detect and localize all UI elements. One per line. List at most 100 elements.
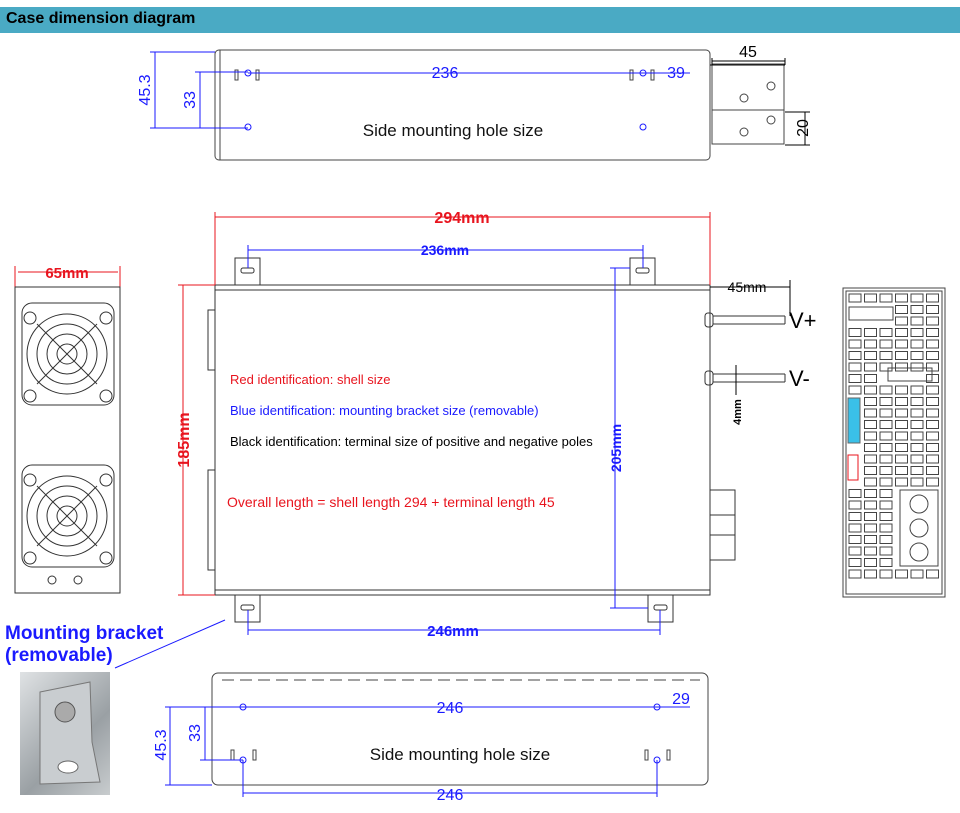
vent-slot [895, 305, 908, 314]
vent-slot [864, 454, 877, 464]
vent-slot [864, 339, 877, 349]
bottom-height-label: 45.3 [153, 729, 170, 760]
vent-slot [910, 328, 924, 337]
vent-slot [879, 546, 893, 556]
bracket-bottom-spacing-label: 246mm [427, 623, 479, 640]
top-side-view [214, 49, 810, 161]
vent-slot [864, 374, 877, 383]
vent-slot [864, 397, 877, 406]
vent-slot [879, 351, 893, 360]
vent-slot [895, 477, 908, 487]
bracket-label: Mounting bracket (removable) [5, 623, 163, 667]
vent-slot [926, 569, 939, 579]
vent-slot [910, 477, 924, 487]
bracket-top-spacing-label: 236mm [421, 242, 469, 258]
vent-slot [864, 466, 877, 475]
top-hole-height-label: 33 [182, 91, 199, 109]
vent-slot [879, 293, 893, 303]
terminal-panel [842, 287, 946, 598]
vent-slot [864, 420, 877, 429]
vent-slot [879, 477, 893, 487]
legend-black: Black identification: terminal size of p… [230, 434, 593, 449]
vent-slot [848, 362, 862, 372]
vent-slot [879, 408, 893, 418]
vent-slot [895, 454, 908, 464]
vent-slot [926, 316, 939, 326]
bracket-photo [20, 672, 110, 795]
vent-slot [864, 569, 877, 579]
vent-slot [910, 569, 924, 579]
vent-slot [926, 408, 939, 418]
vent-slot [879, 535, 893, 544]
vent-slot [864, 535, 877, 544]
vent-slot [895, 362, 908, 372]
end-view-outline [14, 286, 121, 594]
vent-slot [879, 443, 893, 452]
vent-slot [864, 512, 877, 521]
vent-slot [864, 546, 877, 556]
legend-red: Red identification: shell size [230, 372, 390, 387]
vent-slot [895, 328, 908, 337]
front-shell-outline [214, 284, 711, 596]
vent-slot [864, 385, 877, 395]
vent-slot [864, 351, 877, 360]
vent-slot [910, 339, 924, 349]
bracket-shape-icon [39, 681, 101, 785]
vent-slot [848, 569, 862, 579]
top-hole-spacing-label: 236 [432, 65, 459, 82]
v-minus-label: V- [789, 366, 810, 391]
vent-slot [864, 408, 877, 418]
section-title: Case dimension diagram [6, 10, 196, 27]
vent-slot [848, 500, 862, 510]
vent-slot [848, 535, 862, 544]
vent-slot [926, 339, 939, 349]
vent-slot [926, 351, 939, 360]
vent-slot [864, 477, 877, 487]
vent-slot [895, 339, 908, 349]
vent-slot [910, 408, 924, 418]
vent-slot [910, 351, 924, 360]
vent-slot [910, 443, 924, 452]
vent-slot [879, 500, 893, 510]
vent-slot [926, 385, 939, 395]
bracket-height-label: 205mm [608, 424, 624, 472]
top-shell-outline [214, 49, 711, 161]
bracket-label-line2: (removable) [5, 645, 113, 666]
vent-slot [879, 466, 893, 475]
vent-slot [879, 362, 893, 372]
vent-slot [879, 431, 893, 441]
end-view [14, 286, 121, 594]
vent-slot [895, 443, 908, 452]
vent-slot [910, 397, 924, 406]
vent-slot [879, 328, 893, 337]
bottom-shell-outline [211, 672, 709, 786]
v-plus-label: V+ [789, 308, 817, 333]
vent-slot [895, 466, 908, 475]
vent-slot [864, 431, 877, 441]
vent-slot [848, 374, 862, 383]
top-view-caption: Side mounting hole size [363, 121, 544, 140]
vent-slot [895, 316, 908, 326]
shell-length-label: 294mm [434, 210, 489, 227]
legend-blue: Blue identification: mounting bracket si… [230, 403, 539, 418]
bottom-view-caption: Side mounting hole size [370, 745, 551, 764]
shell-height-label: 185mm [176, 412, 193, 467]
vent-slot [926, 397, 939, 406]
vent-slot [879, 523, 893, 533]
vent-slot [879, 558, 893, 567]
vent-slot [848, 523, 862, 533]
vent-slot [864, 443, 877, 452]
fan-icon-top [21, 302, 115, 406]
terminal-bracket-bottom [711, 109, 785, 145]
vent-slot [864, 293, 877, 303]
fan-icon-bottom [21, 464, 115, 568]
vent-slot [926, 466, 939, 475]
vent-slot [910, 420, 924, 429]
vent-slot [879, 454, 893, 464]
vent-slot [895, 385, 908, 395]
vent-slot [864, 328, 877, 337]
vent-slot [848, 512, 862, 521]
vent-slot [848, 293, 862, 303]
top-terminal-width-label: 20 [795, 119, 812, 137]
vent-slot [910, 305, 924, 314]
